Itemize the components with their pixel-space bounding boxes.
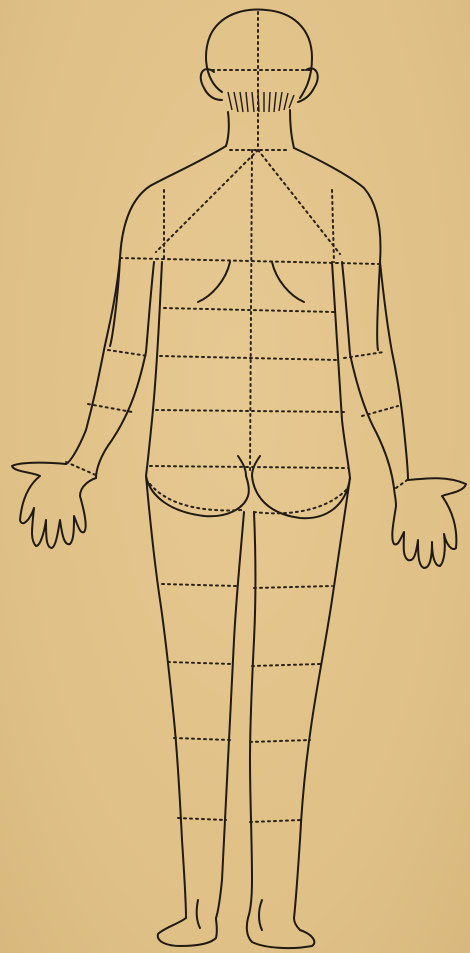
hair-shading <box>228 92 294 112</box>
left-leg-inner <box>216 512 244 918</box>
left-scapula <box>198 262 230 302</box>
left-calf-line <box>174 738 230 740</box>
mid-back-line-1 <box>164 308 334 312</box>
right-foot <box>247 918 315 948</box>
right-shin-line <box>250 820 302 822</box>
left-upperarm-line <box>108 350 148 356</box>
shoulder-diagonal-left <box>156 150 258 252</box>
left-wrist-line <box>66 462 98 476</box>
left-thigh-line <box>162 584 236 586</box>
left-buttock-fold <box>150 484 242 510</box>
right-hand <box>392 478 466 568</box>
right-arm-outer <box>380 262 408 480</box>
torso-left-outline <box>110 146 226 346</box>
right-leg-inner <box>248 512 256 918</box>
left-knee-line <box>168 662 232 664</box>
right-arm-inner <box>342 262 394 488</box>
head <box>201 10 318 112</box>
left-torso-side <box>146 262 162 476</box>
right-thigh-line <box>254 586 332 588</box>
region-boundaries <box>66 12 410 822</box>
left-arm-outer <box>66 258 120 464</box>
mid-back-line-2 <box>160 356 338 360</box>
right-heel <box>259 900 262 930</box>
right-wrist-line <box>396 478 410 488</box>
right-scapular-vertical <box>332 190 334 262</box>
head-outline <box>206 10 312 98</box>
midline <box>250 12 258 470</box>
left-shin-line <box>178 818 226 820</box>
right-knee-line <box>252 664 320 666</box>
right-scapula <box>272 262 304 302</box>
left-forearm-line <box>88 404 132 412</box>
right-calf-line <box>250 740 310 742</box>
upper-back-line <box>120 258 380 264</box>
left-ear <box>201 69 222 100</box>
left-hand <box>12 463 96 548</box>
right-buttock <box>252 476 350 518</box>
left-leg-outer <box>146 476 186 918</box>
left-arm-inner <box>96 262 154 478</box>
right-torso-side <box>332 262 350 478</box>
lumbar-line <box>150 466 348 468</box>
left-foot <box>158 918 217 946</box>
neck-right <box>290 110 294 148</box>
left-heel <box>197 900 200 928</box>
neck-left <box>226 112 229 146</box>
right-leg-outer <box>294 478 350 918</box>
